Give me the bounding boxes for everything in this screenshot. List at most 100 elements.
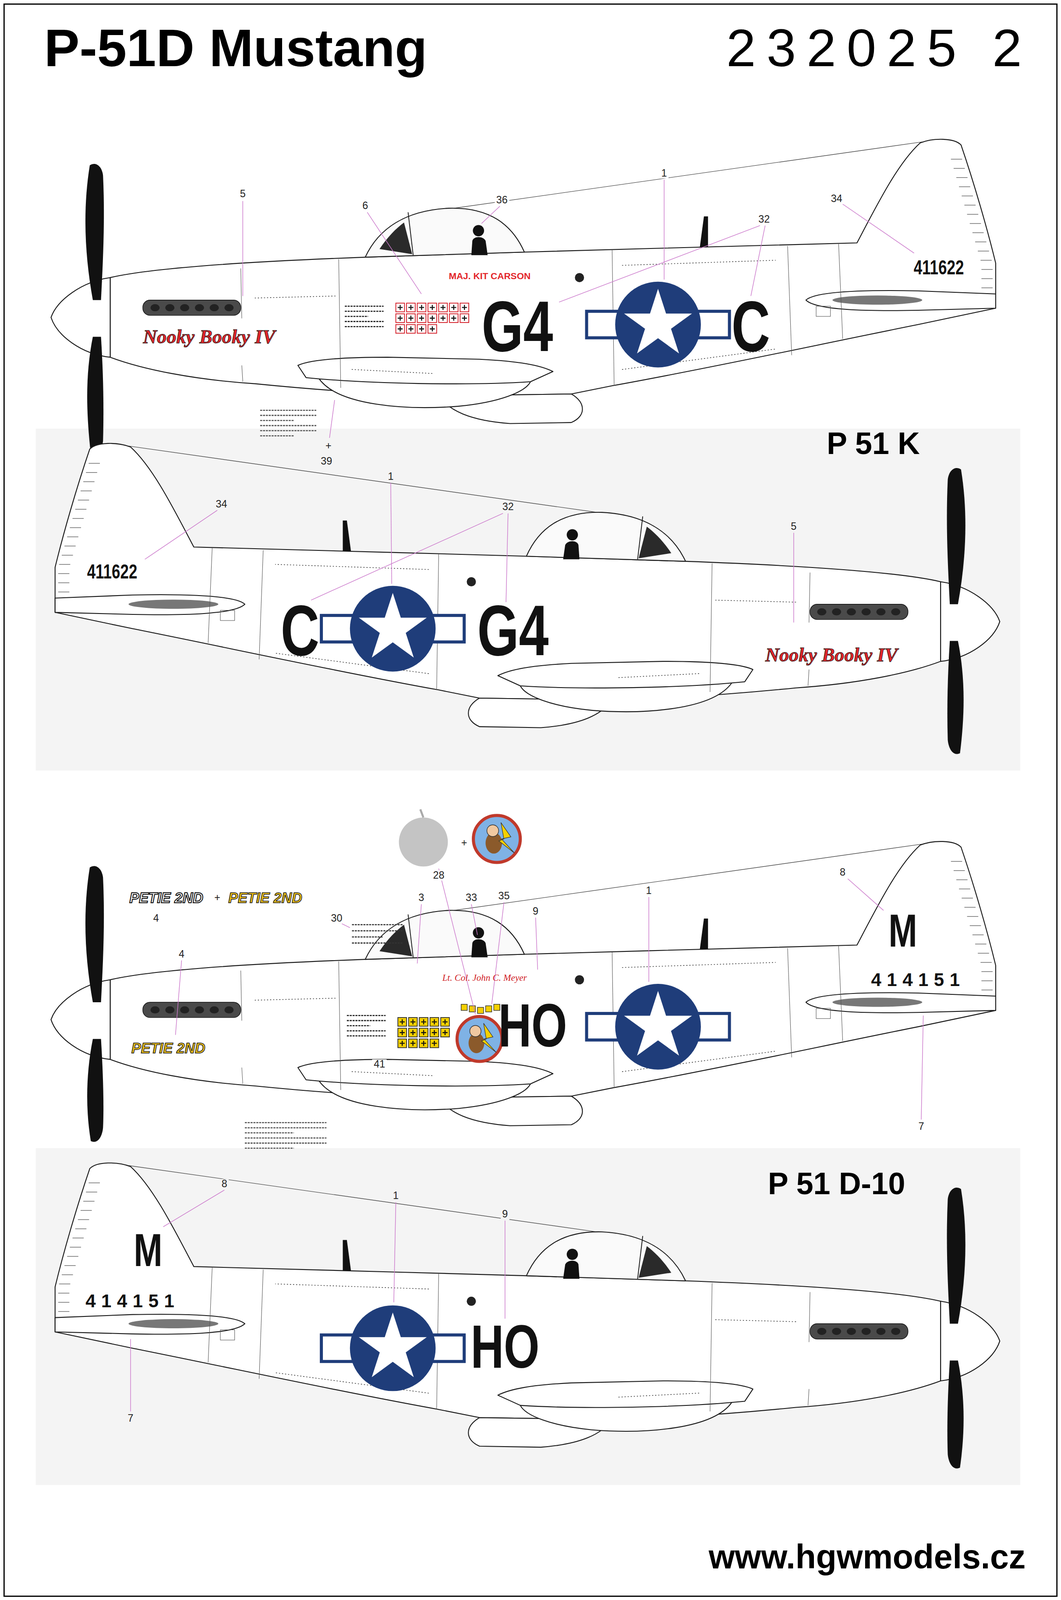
propeller-blade: [947, 1359, 964, 1468]
victory-mark: [396, 324, 405, 334]
badge-lightning: [481, 1022, 497, 1053]
panel-line: [809, 1291, 810, 1342]
aircraft-profile: [50, 139, 996, 455]
rudder-rib: [75, 1227, 87, 1229]
exhaust-port: [224, 1005, 234, 1013]
victory-mark: [442, 1018, 448, 1024]
exhaust-port: [209, 1005, 220, 1013]
rudder-rib: [67, 536, 79, 537]
leader-line: [438, 868, 476, 1015]
victory-mark: [406, 303, 416, 312]
exhaust-stack: [809, 604, 909, 620]
data-stencil: [260, 409, 317, 411]
victory-mark: [419, 315, 425, 321]
rudder-rib: [972, 934, 984, 935]
callout-number: 1: [644, 885, 654, 896]
leader-line: [558, 225, 761, 303]
canopy: [526, 512, 686, 562]
fuselage: [55, 1162, 941, 1420]
exhaust-port: [194, 1005, 205, 1013]
data-stencil: [260, 430, 317, 432]
insignia-disc: [615, 983, 701, 1070]
armour-glass: [638, 526, 672, 559]
fuel-cap: [574, 272, 584, 283]
data-stencil: [351, 936, 383, 938]
code-letters: M: [888, 909, 917, 952]
rudder-rib: [58, 582, 70, 583]
rudder-rib: [72, 1237, 85, 1238]
data-stencil: [344, 325, 384, 328]
rivet-line: [714, 599, 796, 602]
rudder-rib: [977, 952, 990, 953]
leader-line: [175, 959, 182, 1035]
callout-number: 28: [431, 870, 446, 881]
access-panel: [220, 1329, 235, 1340]
victory-mark: [417, 303, 426, 312]
victory-mark: [410, 1040, 416, 1046]
propeller-blade: [85, 163, 104, 301]
panel-line: [241, 1067, 243, 1084]
leader-line: [311, 512, 503, 600]
leader-line: [341, 923, 351, 928]
propeller-blade: [87, 1038, 104, 1142]
data-stencil: [344, 310, 384, 312]
pilot-figure: [471, 938, 488, 957]
leader-line: [535, 917, 538, 970]
exhaust-stack: [142, 300, 241, 316]
rudder-rib: [981, 278, 993, 279]
rivet-line: [275, 564, 429, 570]
squadron-badge: [456, 1016, 502, 1061]
profile-band: [35, 1147, 1021, 1485]
data-stencil: [260, 424, 317, 427]
victory-mark: [429, 326, 435, 332]
data-stencil: [244, 1121, 327, 1123]
leader-line: [481, 205, 500, 224]
rudder-rib: [972, 232, 984, 233]
callout-number: 4: [177, 948, 187, 959]
leader-line: [663, 179, 665, 280]
armour-glass: [379, 924, 413, 956]
antenna-wire: [453, 141, 923, 209]
rudder-rib: [58, 591, 70, 592]
leader-line: [842, 204, 915, 254]
rudder-rib: [969, 925, 982, 926]
exhaust-port: [209, 304, 220, 312]
blank-disc: [420, 809, 424, 818]
callout-number: 3: [417, 892, 426, 903]
rudder-rib: [981, 979, 993, 981]
rudder-rib: [961, 195, 973, 196]
propeller-blade: [947, 467, 966, 605]
callout-number: 9: [500, 1209, 510, 1220]
victory-mark: [396, 303, 405, 312]
victory-mark: [419, 304, 425, 310]
website-url: www.hgwmodels.cz: [703, 1538, 1031, 1573]
serial-number: 411622: [87, 561, 138, 582]
rudder-rib: [961, 897, 973, 899]
propeller-blade: [87, 336, 104, 456]
callout-number: 32: [500, 502, 516, 513]
propeller-blade: [85, 865, 104, 1002]
victory-mark: [419, 1027, 428, 1037]
aircraft-profile: [50, 841, 996, 1142]
pilot-name: MAJ. KIT CARSON: [448, 270, 531, 280]
exhaust-port: [816, 608, 827, 616]
victory-mark: [408, 1017, 418, 1026]
code-letters: C: [280, 598, 320, 663]
antenna-wire: [453, 843, 923, 910]
aircraft-profile: [55, 443, 1001, 754]
victory-mark: [420, 1040, 426, 1046]
rudder-rib: [80, 490, 92, 491]
exhaust-port: [831, 608, 842, 616]
serial-number: 414151: [85, 1291, 180, 1310]
pilot-figure: [566, 1248, 579, 1260]
rudder-rib: [61, 1273, 74, 1275]
victory-mark: [397, 304, 403, 310]
rudder-rib: [69, 1246, 82, 1247]
victory-mark: [408, 1027, 418, 1037]
victory-mark: [440, 1017, 450, 1026]
tailplane: [806, 290, 996, 311]
rudder-rib: [977, 250, 990, 252]
callout-number: 9: [531, 905, 541, 916]
code-letters: HO: [470, 1319, 540, 1375]
